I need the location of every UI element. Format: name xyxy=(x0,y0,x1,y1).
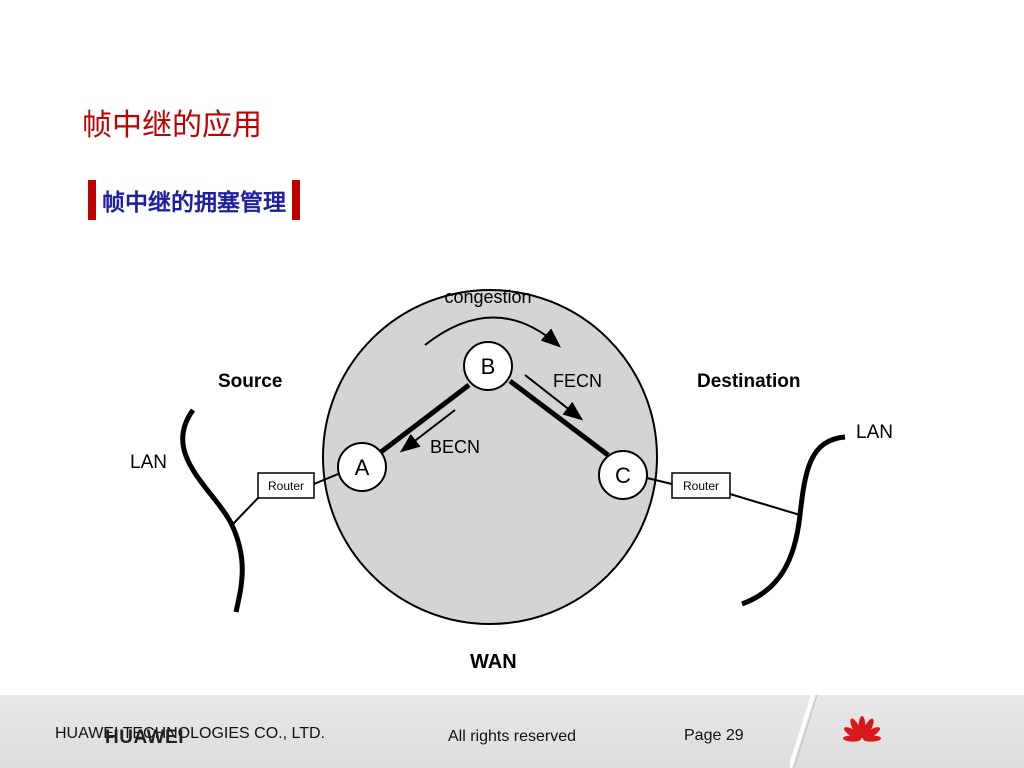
huawei-logo-text: HUAWEI xyxy=(105,727,184,748)
congestion-arrow xyxy=(424,316,562,348)
footer-logo-area xyxy=(790,695,881,768)
wan-cloud xyxy=(322,289,658,625)
link-router-left-a xyxy=(313,473,339,485)
link-c-router-right xyxy=(646,477,673,485)
becn-label: BECN xyxy=(430,437,480,457)
footer-rights: All rights reserved xyxy=(448,728,577,745)
slide-subtitle: 帧中继的拥塞管理 xyxy=(102,190,286,216)
huawei-logo-icon xyxy=(843,716,881,742)
link-router-right-lan xyxy=(729,493,801,516)
footer-divider xyxy=(790,695,815,768)
link-a-b xyxy=(375,383,471,457)
fecn-label: FECN xyxy=(553,371,602,391)
subtitle-left-bar xyxy=(88,180,96,220)
lan-right-cable xyxy=(741,434,846,607)
frame-relay-diagram: congestion FECN BECN B A C Router Router… xyxy=(130,287,893,673)
link-lan-left-router xyxy=(231,497,259,526)
destination-label: Destination xyxy=(697,371,800,392)
link-b-c xyxy=(508,379,610,457)
lan-right-label: LAN xyxy=(856,422,893,443)
footer-bar: HUAWEI TECHNOLOGIES CO., LTD. All rights… xyxy=(0,695,1024,768)
node-c-label: C xyxy=(615,463,631,488)
slide-title: 帧中继的应用 xyxy=(82,108,262,143)
congestion-label: congestion xyxy=(444,287,531,307)
node-b xyxy=(463,341,513,391)
node-c xyxy=(598,450,648,500)
source-label: Source xyxy=(218,371,282,392)
router-left xyxy=(257,472,315,499)
fecn-arrow xyxy=(524,374,584,421)
node-b-label: B xyxy=(481,354,496,379)
router-right-label: Router xyxy=(683,479,719,493)
router-right xyxy=(671,472,731,499)
node-a xyxy=(337,442,387,492)
footer-company: HUAWEI TECHNOLOGIES CO., LTD. xyxy=(55,725,325,742)
lan-left-cable xyxy=(180,408,245,613)
becn-arrow xyxy=(399,409,456,453)
page-number: Page 29 xyxy=(684,727,744,744)
node-a-label: A xyxy=(355,455,370,480)
footer-divider-shadow xyxy=(793,695,818,768)
wan-label: WAN xyxy=(470,651,517,673)
subtitle-block: 帧中继的拥塞管理 xyxy=(88,180,300,220)
subtitle-right-bar xyxy=(292,180,300,220)
lan-left-label: LAN xyxy=(130,452,167,473)
router-left-label: Router xyxy=(268,479,304,493)
